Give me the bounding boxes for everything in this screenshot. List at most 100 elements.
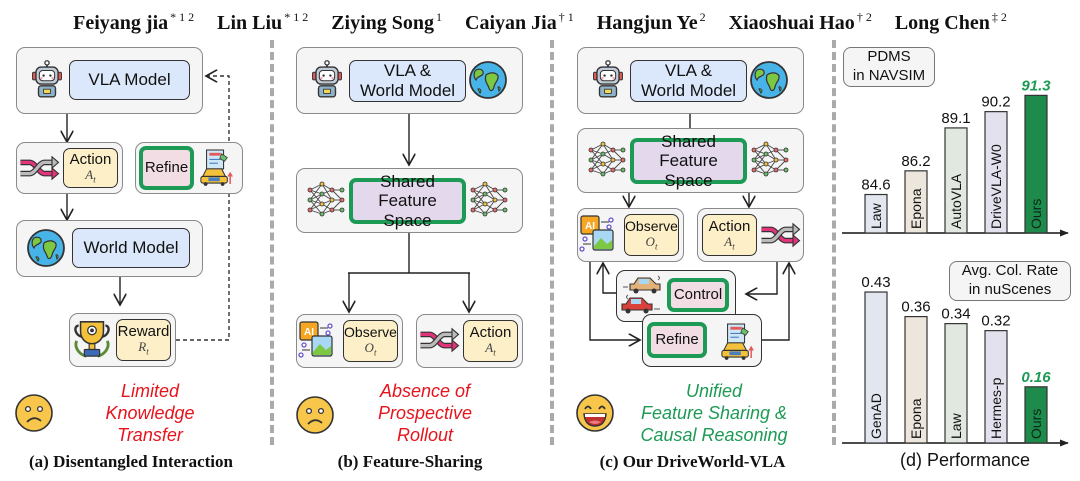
note-line: Knowledge bbox=[105, 402, 195, 423]
note-line: Feature Sharing & bbox=[640, 402, 788, 423]
author: Long Chen‡ 2 bbox=[894, 10, 1007, 34]
label-line: VLA & bbox=[383, 61, 432, 81]
action-node: Action At bbox=[702, 214, 757, 256]
action-symbol: At bbox=[485, 340, 496, 358]
arrow-action-to-control bbox=[746, 262, 778, 294]
action-label: Action bbox=[469, 323, 512, 341]
category-label: DriveVLA-W0 bbox=[988, 144, 1004, 229]
note-line: Rollout bbox=[396, 424, 454, 445]
action-symbol: At bbox=[85, 167, 96, 185]
data-label: 0.34 bbox=[941, 306, 970, 323]
note-line: Limited bbox=[120, 381, 180, 401]
bar-autovla bbox=[944, 127, 968, 234]
label-line: Feature Space bbox=[378, 191, 437, 230]
note-line: Causal Reasoning bbox=[640, 424, 788, 445]
category-label: Law bbox=[868, 202, 884, 229]
label-line: Shared bbox=[661, 131, 716, 151]
control-label: Control bbox=[667, 278, 729, 312]
data-label: 91.3 bbox=[1021, 77, 1051, 94]
reward-node: Reward Rt bbox=[116, 319, 171, 361]
data-label: 86.2 bbox=[901, 153, 930, 170]
category-label: Ours bbox=[1028, 409, 1044, 439]
action-label: Action bbox=[708, 217, 751, 235]
limitation-note: Limited Knowledge Transfer bbox=[90, 381, 210, 447]
author: Feiyang jia* 1 2 bbox=[73, 10, 195, 34]
bar-epona bbox=[904, 316, 928, 444]
bar-ours bbox=[1024, 94, 1048, 234]
note-line: Transfer bbox=[117, 424, 183, 445]
label-line: World Model bbox=[640, 81, 737, 100]
vla-world-label: VLA & World Model bbox=[349, 60, 466, 102]
note-line: Absence of bbox=[379, 381, 471, 401]
panel-separator bbox=[270, 40, 274, 445]
bar-drivevla-w0 bbox=[984, 111, 1008, 234]
data-label: 0.16 bbox=[1021, 369, 1051, 386]
world-model-label: World Model bbox=[72, 228, 190, 268]
caption-b: (b) Feature-Sharing bbox=[337, 452, 483, 471]
note-line: Unified bbox=[685, 381, 743, 401]
observe-label: Observe bbox=[625, 218, 678, 235]
observe-symbol: Ot bbox=[364, 339, 377, 358]
label-line: VLA & bbox=[664, 61, 713, 81]
category-label: Law bbox=[948, 412, 964, 439]
vla-world-label: VLA & World Model bbox=[630, 60, 747, 102]
data-label: 89.1 bbox=[941, 110, 970, 127]
shared-feature-label: Shared Feature Space bbox=[349, 172, 466, 230]
action-symbol: At bbox=[724, 234, 735, 252]
caption-d: (d) Performance bbox=[899, 450, 1031, 470]
panel-separator bbox=[550, 40, 554, 445]
category-label: Epona bbox=[908, 398, 924, 439]
bar-ours bbox=[1024, 386, 1048, 444]
bar-genad bbox=[864, 291, 888, 444]
vla-model-label: VLA Model bbox=[69, 60, 190, 100]
bar-law bbox=[944, 323, 968, 444]
author: Xiaoshuai Hao† 2 bbox=[728, 10, 872, 34]
action-label: Action bbox=[69, 150, 112, 168]
caption-c: (c) Our DriveWorld-VLA bbox=[599, 452, 786, 471]
data-label: 0.43 bbox=[861, 274, 890, 291]
category-label: Ours bbox=[1028, 199, 1044, 229]
category-label: GenAD bbox=[868, 393, 884, 439]
refine-label: Refine bbox=[139, 146, 194, 190]
category-label: AutoVLA bbox=[948, 173, 964, 229]
bar-epona bbox=[904, 170, 928, 234]
caption-a: (a) Disentangled Interaction bbox=[29, 452, 233, 471]
refine-label: Refine bbox=[647, 322, 707, 358]
benefit-note: Unified Feature Sharing & Causal Reasoni… bbox=[624, 381, 804, 447]
data-label: 0.32 bbox=[981, 313, 1010, 330]
reward-label: Reward bbox=[117, 322, 170, 340]
data-label: 90.2 bbox=[981, 94, 1010, 111]
author: Lin Liu* 1 2 bbox=[217, 10, 309, 34]
data-label: 84.6 bbox=[861, 177, 890, 194]
observe-node: Observe Ot bbox=[343, 320, 398, 362]
label-line: World Model bbox=[359, 81, 456, 100]
observe-label: Observe bbox=[344, 324, 397, 341]
note-line: Prospective bbox=[377, 402, 473, 423]
reward-symbol: Rt bbox=[138, 339, 149, 357]
action-node: Action At bbox=[463, 320, 518, 362]
dashed-feedback-arrow bbox=[176, 76, 230, 341]
arrow-refine-to-action bbox=[762, 263, 789, 341]
category-label: Epona bbox=[908, 188, 924, 229]
limitation-note: Absence of Prospective Rollout bbox=[360, 381, 490, 447]
author: Caiyan Jia† 1 bbox=[465, 10, 574, 34]
action-node: Action At bbox=[63, 148, 118, 188]
arrow-observe-to-refine bbox=[589, 262, 640, 340]
arrow-control-to-observe bbox=[603, 263, 616, 294]
author-list: Feiyang jia* 1 2 Lin Liu* 1 2 Ziying Son… bbox=[0, 10, 1080, 35]
label-line: Shared bbox=[380, 171, 435, 191]
data-label: 0.36 bbox=[901, 299, 930, 316]
observe-symbol: Ot bbox=[645, 233, 658, 252]
shared-feature-label: Shared Feature Space bbox=[630, 132, 747, 190]
label-line: Feature Space bbox=[659, 151, 718, 190]
panel-separator bbox=[832, 40, 836, 445]
category-label: Hermes-p bbox=[988, 377, 1004, 439]
bar-hermes-p bbox=[984, 330, 1008, 444]
